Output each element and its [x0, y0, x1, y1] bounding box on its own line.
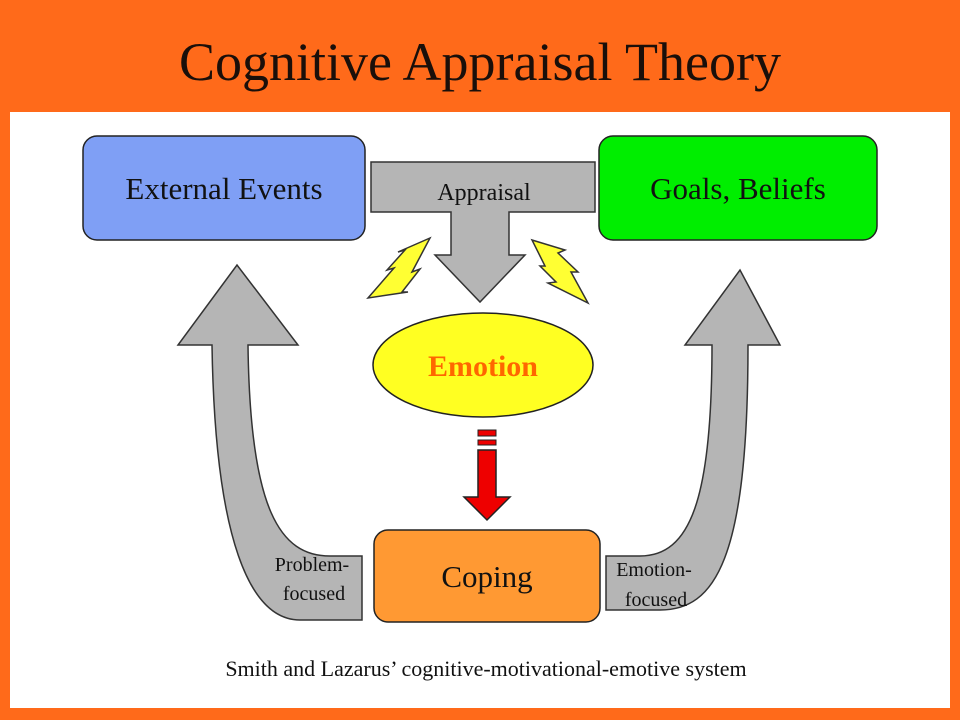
emotion-focused-label-line1: Emotion- [616, 559, 692, 581]
left-lightning-bolt-icon [366, 236, 432, 300]
problem-focused-arrow [176, 263, 363, 621]
goals-beliefs-label: Goals, Beliefs [650, 171, 826, 206]
emotion-focused-arrow [605, 268, 782, 611]
problem-focused-label-line2: focused [283, 583, 345, 605]
appraisal-arrow [370, 161, 596, 304]
caption: Smith and Lazarus’ cognitive-motivationa… [225, 656, 746, 681]
coping-box [373, 529, 601, 623]
right-lightning-bolt-icon [530, 238, 590, 305]
goals-beliefs-box [598, 135, 878, 241]
red-arrow-stripe-1 [477, 429, 497, 437]
red-down-arrow [462, 449, 512, 522]
slide-title: Cognitive Appraisal Theory [179, 32, 781, 92]
external-events-box [82, 135, 366, 241]
red-arrow-stripe-2 [477, 439, 497, 446]
coping-label: Coping [441, 559, 532, 594]
appraisal-label: Appraisal [437, 180, 531, 206]
emotion-focused-label-line2: focused [625, 589, 687, 611]
emotion-ellipse [372, 312, 594, 418]
external-events-label: External Events [125, 171, 322, 206]
emotion-label: Emotion [428, 350, 538, 383]
problem-focused-label-line1: Problem- [275, 554, 349, 576]
